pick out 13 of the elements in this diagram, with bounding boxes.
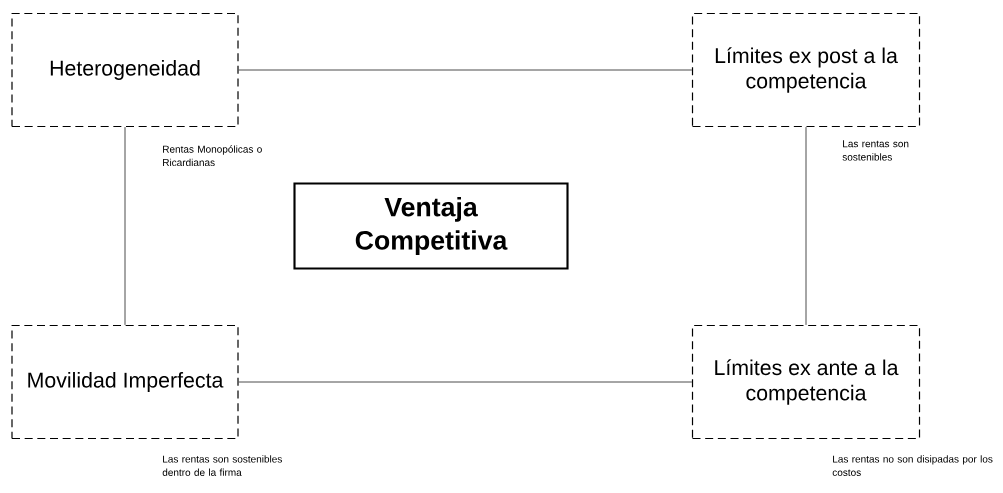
dashed-box: Movilidad Imperfecta <box>11 324 239 440</box>
title-box: Ventaja Competitiva <box>293 182 569 270</box>
connector-line <box>238 381 693 383</box>
connector-line <box>805 126 807 326</box>
dashed-box: Límites ex post a la competencia <box>691 12 921 128</box>
connector-line <box>124 126 126 326</box>
note-text: Las rentas son sostenibles dentro de la firma <box>162 455 282 476</box>
note-text: Las rentas no son disipadas por los costos <box>832 455 993 476</box>
note-text: Las rentas son sostenibles <box>842 140 909 161</box>
dashed-box: Límites ex ante a la competencia <box>691 324 921 440</box>
note-text: Rentas Monopólicas o Ricardianas <box>163 145 262 167</box>
connector-line <box>238 69 693 71</box>
dashed-box: Heterogeneidad <box>11 12 239 128</box>
